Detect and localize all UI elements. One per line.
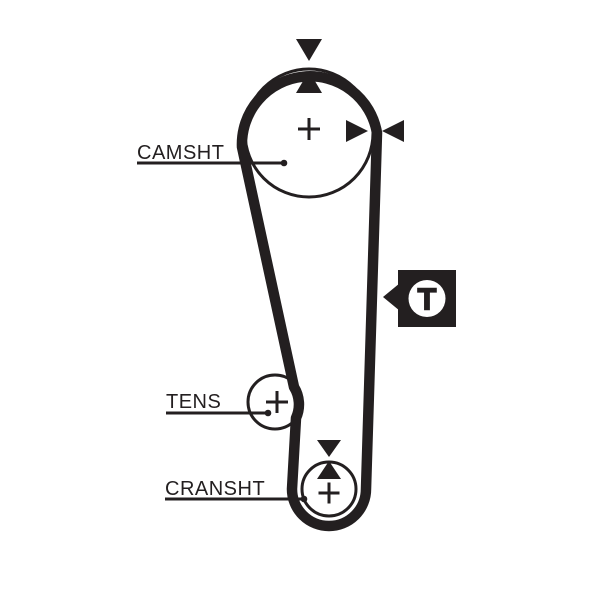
tensioner-label: TENS	[166, 391, 221, 413]
tension-badge-circle	[408, 280, 446, 317]
crankshaft-top-down-arrow-icon	[317, 440, 341, 457]
badge-left-arrow-icon	[383, 283, 400, 311]
crankshaft-label: CRANSHT	[165, 478, 265, 500]
crankshaft-leader-dot	[300, 495, 308, 503]
camshaft-top-up-arrow-icon	[296, 71, 322, 93]
camshaft-leader-dot	[280, 159, 288, 167]
tensioner-leader-dot	[264, 409, 272, 417]
tensioner-center-cross-icon	[266, 391, 288, 413]
camshaft-right-inner-arrow-icon	[346, 120, 368, 142]
camshaft-right-outer-arrow-icon	[382, 120, 404, 142]
camshaft-center-cross-icon	[298, 118, 320, 140]
camshaft-top-down-arrow-icon	[296, 39, 322, 61]
camshaft-label: CAMSHT	[137, 142, 224, 164]
timing-belt	[236, 71, 383, 532]
crankshaft-center-cross-icon	[318, 482, 340, 504]
tension-badge-letter: T	[418, 282, 437, 317]
crankshaft-top-up-arrow-icon	[317, 461, 341, 479]
